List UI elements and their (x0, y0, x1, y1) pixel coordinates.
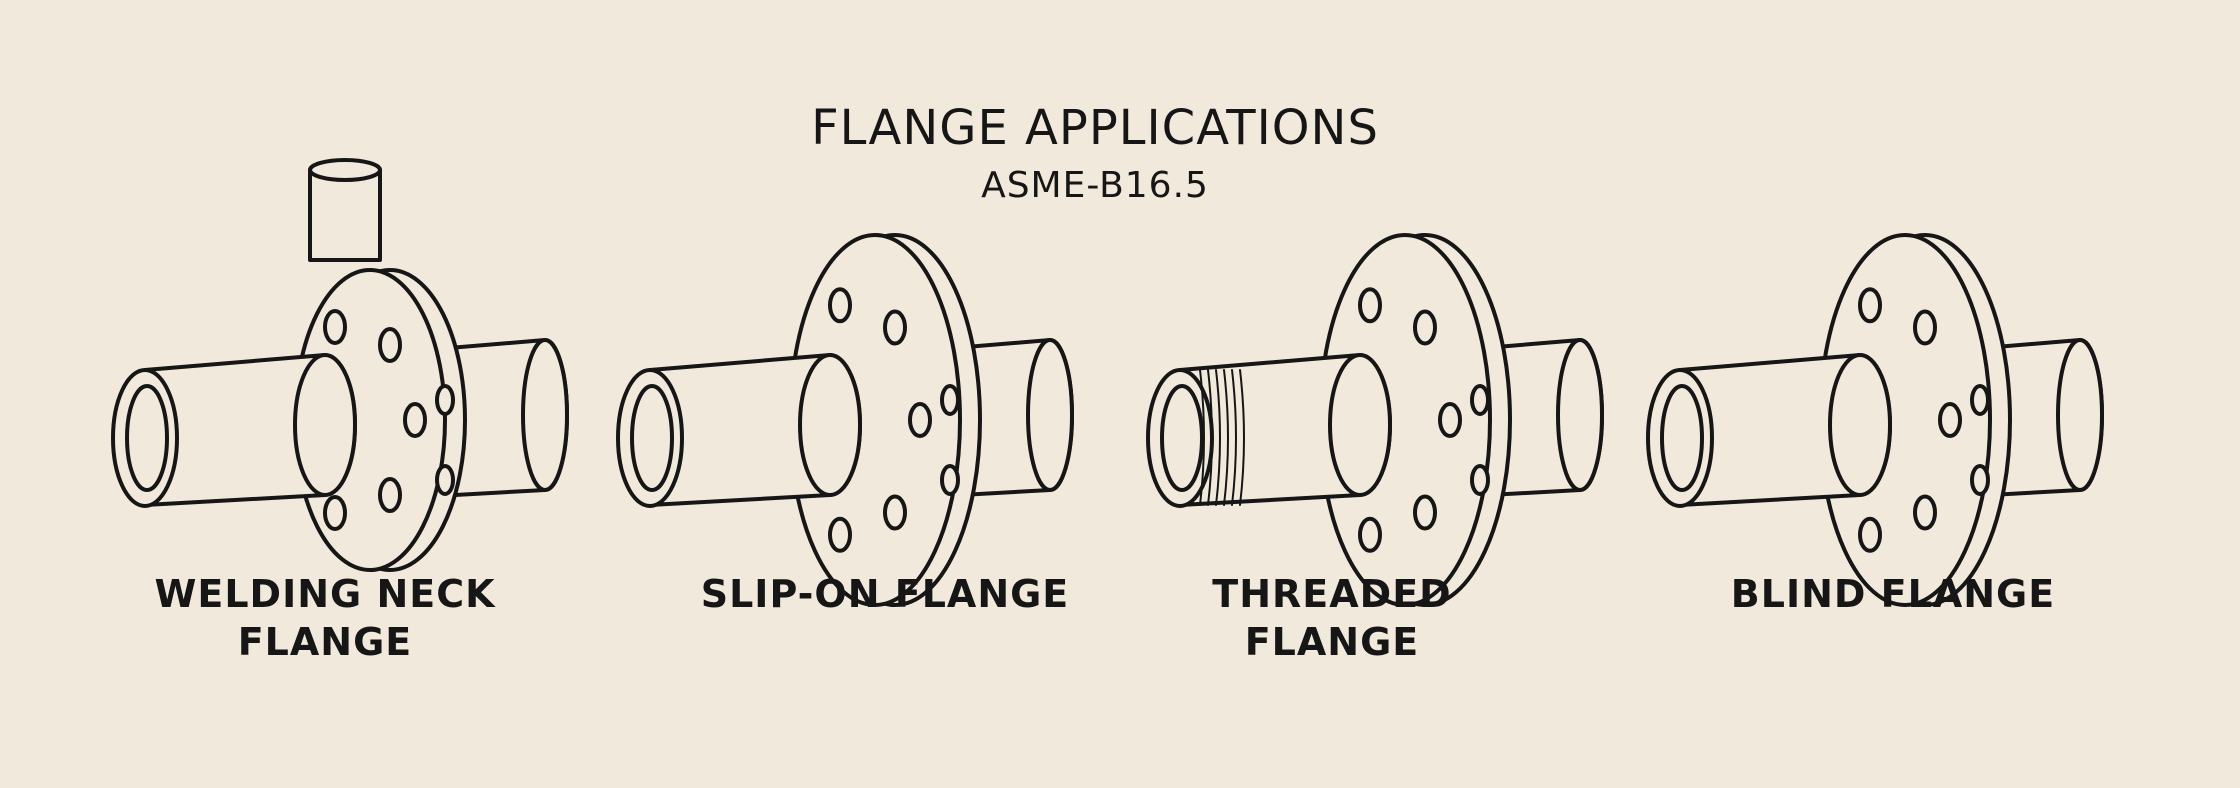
bolt-hole (828, 516, 852, 553)
bolt-hole (435, 464, 455, 496)
bolt-hole (403, 402, 427, 438)
hub (1828, 353, 1892, 497)
thread-line (1223, 369, 1229, 506)
tee-branch-end (308, 158, 382, 182)
bolt-hole (1470, 384, 1490, 416)
pipe-bore (630, 384, 674, 492)
bolt-hole (940, 384, 960, 416)
bolt-hole (908, 402, 932, 438)
label-line: SLIP-ON FLANGE (700, 572, 1070, 616)
pipe-bore (125, 384, 169, 492)
label-line: BLIND FLANGE (1730, 572, 2056, 616)
label-slip-on: SLIP-ON FLANGE (701, 570, 1070, 618)
bolt-hole (828, 287, 852, 324)
label-line: THREADED (1212, 572, 1452, 616)
label-line: FLANGE (237, 620, 413, 664)
tee-branch (308, 168, 382, 262)
thread-line (1207, 369, 1213, 506)
bolt-hole (1913, 309, 1937, 346)
thread-line (1199, 369, 1205, 506)
hub (798, 353, 862, 497)
thread-line (1231, 369, 1237, 506)
bolt-hole (1358, 516, 1382, 553)
bolt-hole (1413, 494, 1437, 531)
bolt-hole (378, 327, 402, 363)
bolt-hole (1413, 309, 1437, 346)
hub (1328, 353, 1392, 497)
thread-line (1239, 369, 1245, 506)
flange-blind (1646, 233, 2104, 607)
label-line: WELDING NECK (154, 572, 496, 616)
back-pipe-end (2056, 338, 2104, 492)
bolt-hole (940, 464, 960, 496)
pipe-bore (1160, 384, 1204, 492)
hub (293, 353, 357, 497)
label-line: FLANGE (1244, 620, 1420, 664)
flange-threaded (1146, 233, 1604, 607)
bolt-hole (323, 495, 347, 531)
back-pipe-end (1026, 338, 1074, 492)
label-blind: BLIND FLANGE (1731, 570, 2055, 618)
bolt-hole (378, 477, 402, 513)
back-pipe-end (1556, 338, 1604, 492)
bolt-hole (883, 494, 907, 531)
thread-line (1215, 369, 1221, 506)
bolt-hole (1913, 494, 1937, 531)
flange-welding-neck (111, 158, 569, 572)
bolt-hole (1358, 287, 1382, 324)
bolt-hole (1970, 464, 1990, 496)
bolt-hole (1858, 287, 1882, 324)
pipe-bore (1660, 384, 1704, 492)
bolt-hole (1938, 402, 1962, 438)
bolt-hole (1858, 516, 1882, 553)
diagram-subtitle: ASME-B16.5 (981, 165, 1209, 206)
bolt-hole (323, 309, 347, 345)
bolt-hole (1470, 464, 1490, 496)
bolt-hole (883, 309, 907, 346)
bolt-hole (435, 384, 455, 416)
diagram-title: FLANGE APPLICATIONS (811, 100, 1379, 156)
flange-slip-on (616, 233, 1074, 607)
bolt-hole (1438, 402, 1462, 438)
back-pipe-end (521, 338, 569, 492)
bolt-hole (1970, 384, 1990, 416)
